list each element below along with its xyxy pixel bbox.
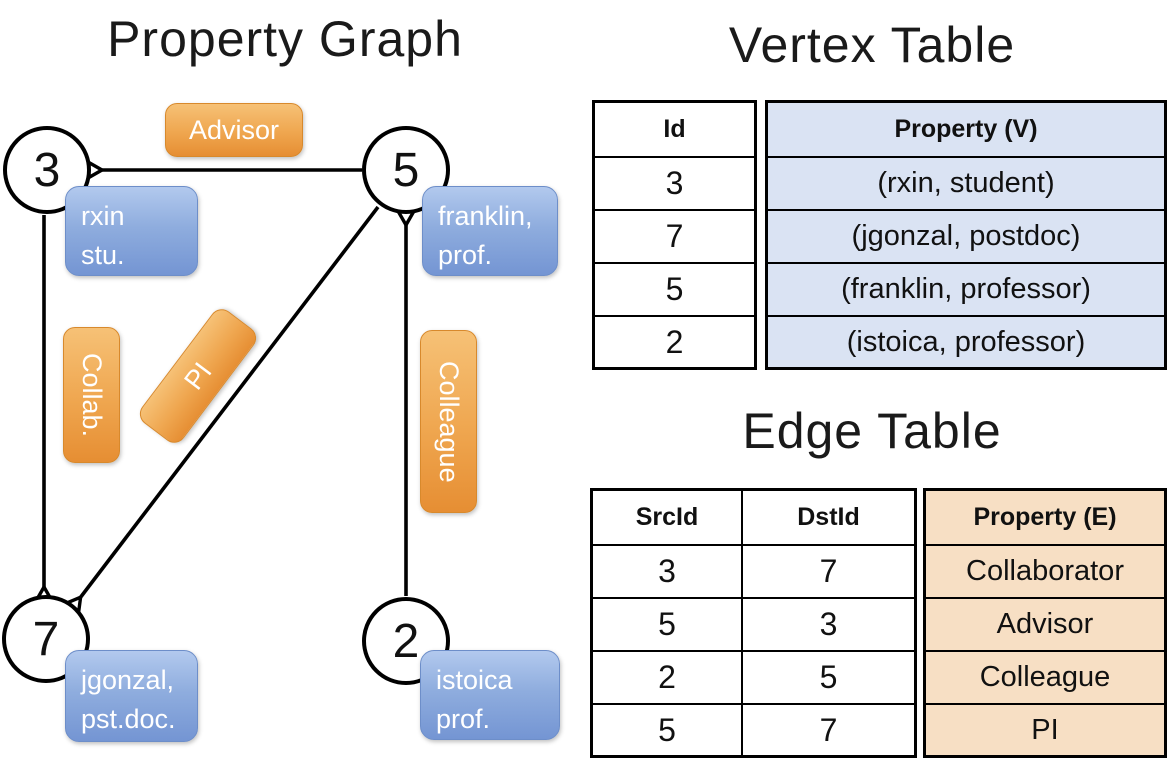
edge-5-to-7 — [64, 205, 380, 615]
graph-node-5: 5 — [362, 126, 450, 214]
edge-dst-cell: 5 — [819, 659, 838, 695]
vertex-id-cell: 3 — [595, 156, 754, 209]
edge-dst-cell: 7 — [819, 712, 838, 748]
vertex-prop-box-5: franklin, prof. — [422, 186, 558, 276]
edge-table-srcid-header: SrcId — [593, 491, 743, 544]
vertex-property-cell: (jgonzal, postdoc) — [768, 209, 1164, 262]
edge-table-dstid-header: DstId — [797, 503, 860, 531]
edge-label-collab: Collab. — [63, 327, 120, 463]
edge-property-cell: PI — [926, 703, 1164, 756]
edge-property-cell: Colleague — [926, 650, 1164, 703]
vertex-prop-3-line2: stu. — [81, 240, 125, 271]
edge-src-cell: 2 — [593, 652, 743, 703]
vertex-property-cell: (istoica, professor) — [768, 315, 1164, 368]
edge-label-colleague: Colleague — [420, 330, 477, 513]
edge-dst-cell: 7 — [819, 553, 838, 589]
vertex-prop-box-2: istoica prof. — [420, 650, 560, 740]
edge-property-cell: Collaborator — [926, 544, 1164, 597]
vertex-property-cell: (rxin, student) — [768, 156, 1164, 209]
vertex-prop-3-line1: rxin — [81, 201, 125, 231]
node-5-id: 5 — [392, 143, 420, 197]
vertex-table-property-column: Property (V) (rxin, student) (jgonzal, p… — [765, 100, 1167, 370]
node-3-id: 3 — [33, 143, 61, 197]
vertex-prop-5-line1: franklin, — [438, 201, 533, 231]
node-7-id: 7 — [32, 612, 60, 666]
property-graph-title: Property Graph — [107, 11, 463, 67]
graph-edges-layer — [34, 160, 416, 615]
edge-table-title: Edge Table — [742, 403, 1002, 459]
vertex-table-id-header: Id — [663, 115, 686, 143]
edge-src-cell: 5 — [593, 705, 743, 756]
edge-table-property-header: Property (E) — [973, 503, 1117, 531]
vertex-prop-2-line2: prof. — [436, 704, 491, 735]
edge-table-src-dst-columns: SrcId DstId 3 7 5 3 2 5 5 7 — [590, 488, 917, 758]
edge-src-cell: 5 — [593, 599, 743, 650]
vertex-id-cell: 5 — [595, 262, 754, 315]
vertex-table-property-header: Property (V) — [894, 115, 1038, 143]
graph-node-2: 2 — [362, 597, 450, 685]
vertex-table-id-column: Id 3 7 5 2 — [592, 100, 757, 370]
edge-property-cell: Advisor — [926, 597, 1164, 650]
edge-table-property-column: Property (E) Collaborator Advisor Collea… — [923, 488, 1167, 758]
vertex-prop-5-line2: prof. — [438, 240, 493, 271]
edge-label-advisor: Advisor — [165, 103, 303, 157]
vertex-id-cell: 2 — [595, 315, 754, 368]
vertex-prop-7-line2: pst.doc. — [81, 704, 176, 735]
vertex-prop-box-3: rxin stu. — [65, 186, 198, 276]
vertex-prop-7-line1: jgonzal, — [81, 665, 175, 695]
vertex-prop-box-7: jgonzal, pst.doc. — [65, 650, 198, 742]
vertex-prop-2-line1: istoica — [436, 665, 513, 695]
edge-src-cell: 3 — [593, 546, 743, 597]
vertex-id-cell: 7 — [595, 209, 754, 262]
vertex-property-cell: (franklin, professor) — [768, 262, 1164, 315]
vertex-table-title: Vertex Table — [728, 17, 1016, 73]
node-2-id: 2 — [392, 614, 420, 668]
edge-dst-cell: 3 — [819, 606, 838, 642]
